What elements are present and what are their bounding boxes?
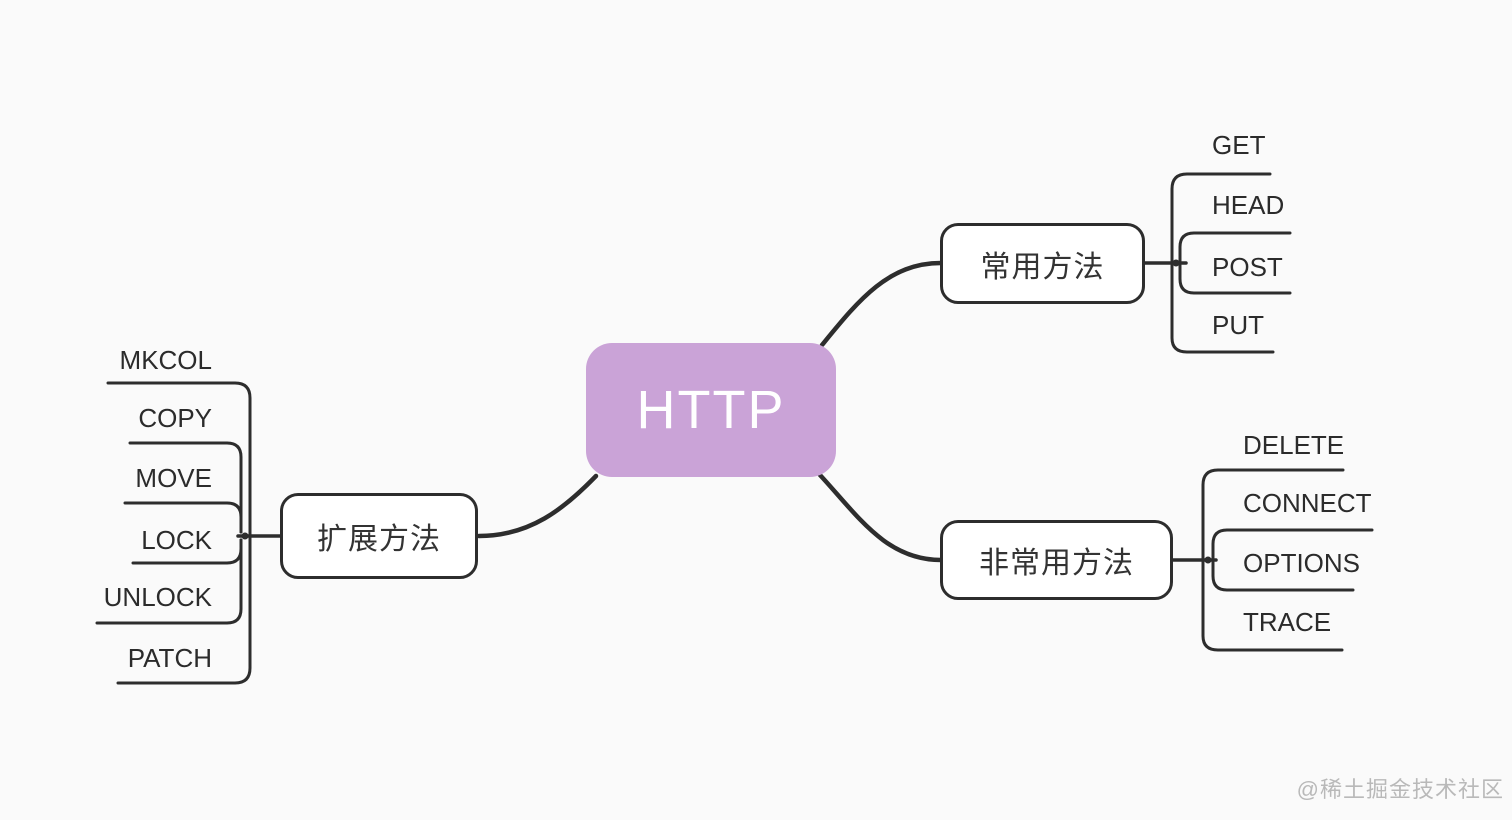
junction-common — [1172, 259, 1180, 267]
root-topic-label: HTTP — [636, 380, 786, 440]
leaf-topic-options[interactable]: OPTIONS — [1243, 548, 1361, 578]
line-options — [1211, 560, 1355, 592]
line-unlock — [95, 538, 243, 625]
leaf-topic-copy[interactable]: COPY — [138, 403, 212, 433]
line-head — [1178, 231, 1292, 263]
junction-uncommon — [1204, 556, 1212, 564]
leaf-topic-move[interactable]: MOVE — [135, 463, 212, 493]
line-mkcol-patch-spine — [106, 381, 252, 685]
leaf-topic-get[interactable]: GET — [1212, 130, 1266, 160]
line-get-put-spine — [1170, 172, 1275, 354]
branch-topic-extended-methods[interactable]: 扩展方法 — [280, 493, 478, 579]
leaf-topic-unlock[interactable]: UNLOCK — [103, 582, 212, 612]
connector-root-to-extended — [476, 473, 599, 539]
line-post — [1178, 263, 1292, 295]
line-move — [123, 501, 243, 534]
leaf-topic-trace[interactable]: TRACE — [1243, 607, 1332, 637]
leaf-topic-connect[interactable]: CONNECT — [1243, 488, 1372, 518]
branch-topic-label: 扩展方法 — [317, 523, 441, 556]
connector-root-to-uncommon — [817, 472, 944, 563]
line-delete-trace-spine — [1201, 468, 1345, 652]
watermark-text: @稀土掘金技术社区 — [1296, 777, 1504, 802]
leaf-topic-lock[interactable]: LOCK — [141, 525, 212, 555]
leaf-topic-post[interactable]: POST — [1212, 252, 1283, 282]
junction-extended — [241, 532, 249, 540]
branch-topic-label: 常用方法 — [980, 250, 1105, 284]
leaf-topic-head[interactable]: HEAD — [1212, 190, 1285, 220]
line-copy — [128, 441, 243, 534]
line-connect — [1211, 528, 1374, 560]
branch-topic-common-methods[interactable]: 常用方法 — [940, 223, 1145, 304]
leaf-topic-put[interactable]: PUT — [1212, 310, 1264, 340]
branch-topic-label: 非常用方法 — [979, 547, 1134, 580]
root-topic-http[interactable]: HTTP — [586, 343, 836, 477]
leaf-topic-mkcol[interactable]: MKCOL — [119, 345, 212, 375]
leaf-topic-patch[interactable]: PATCH — [127, 643, 212, 673]
branch-topic-uncommon-methods[interactable]: 非常用方法 — [940, 520, 1173, 600]
connector-root-to-common — [819, 260, 944, 348]
leaf-topic-delete[interactable]: DELETE — [1243, 430, 1345, 460]
